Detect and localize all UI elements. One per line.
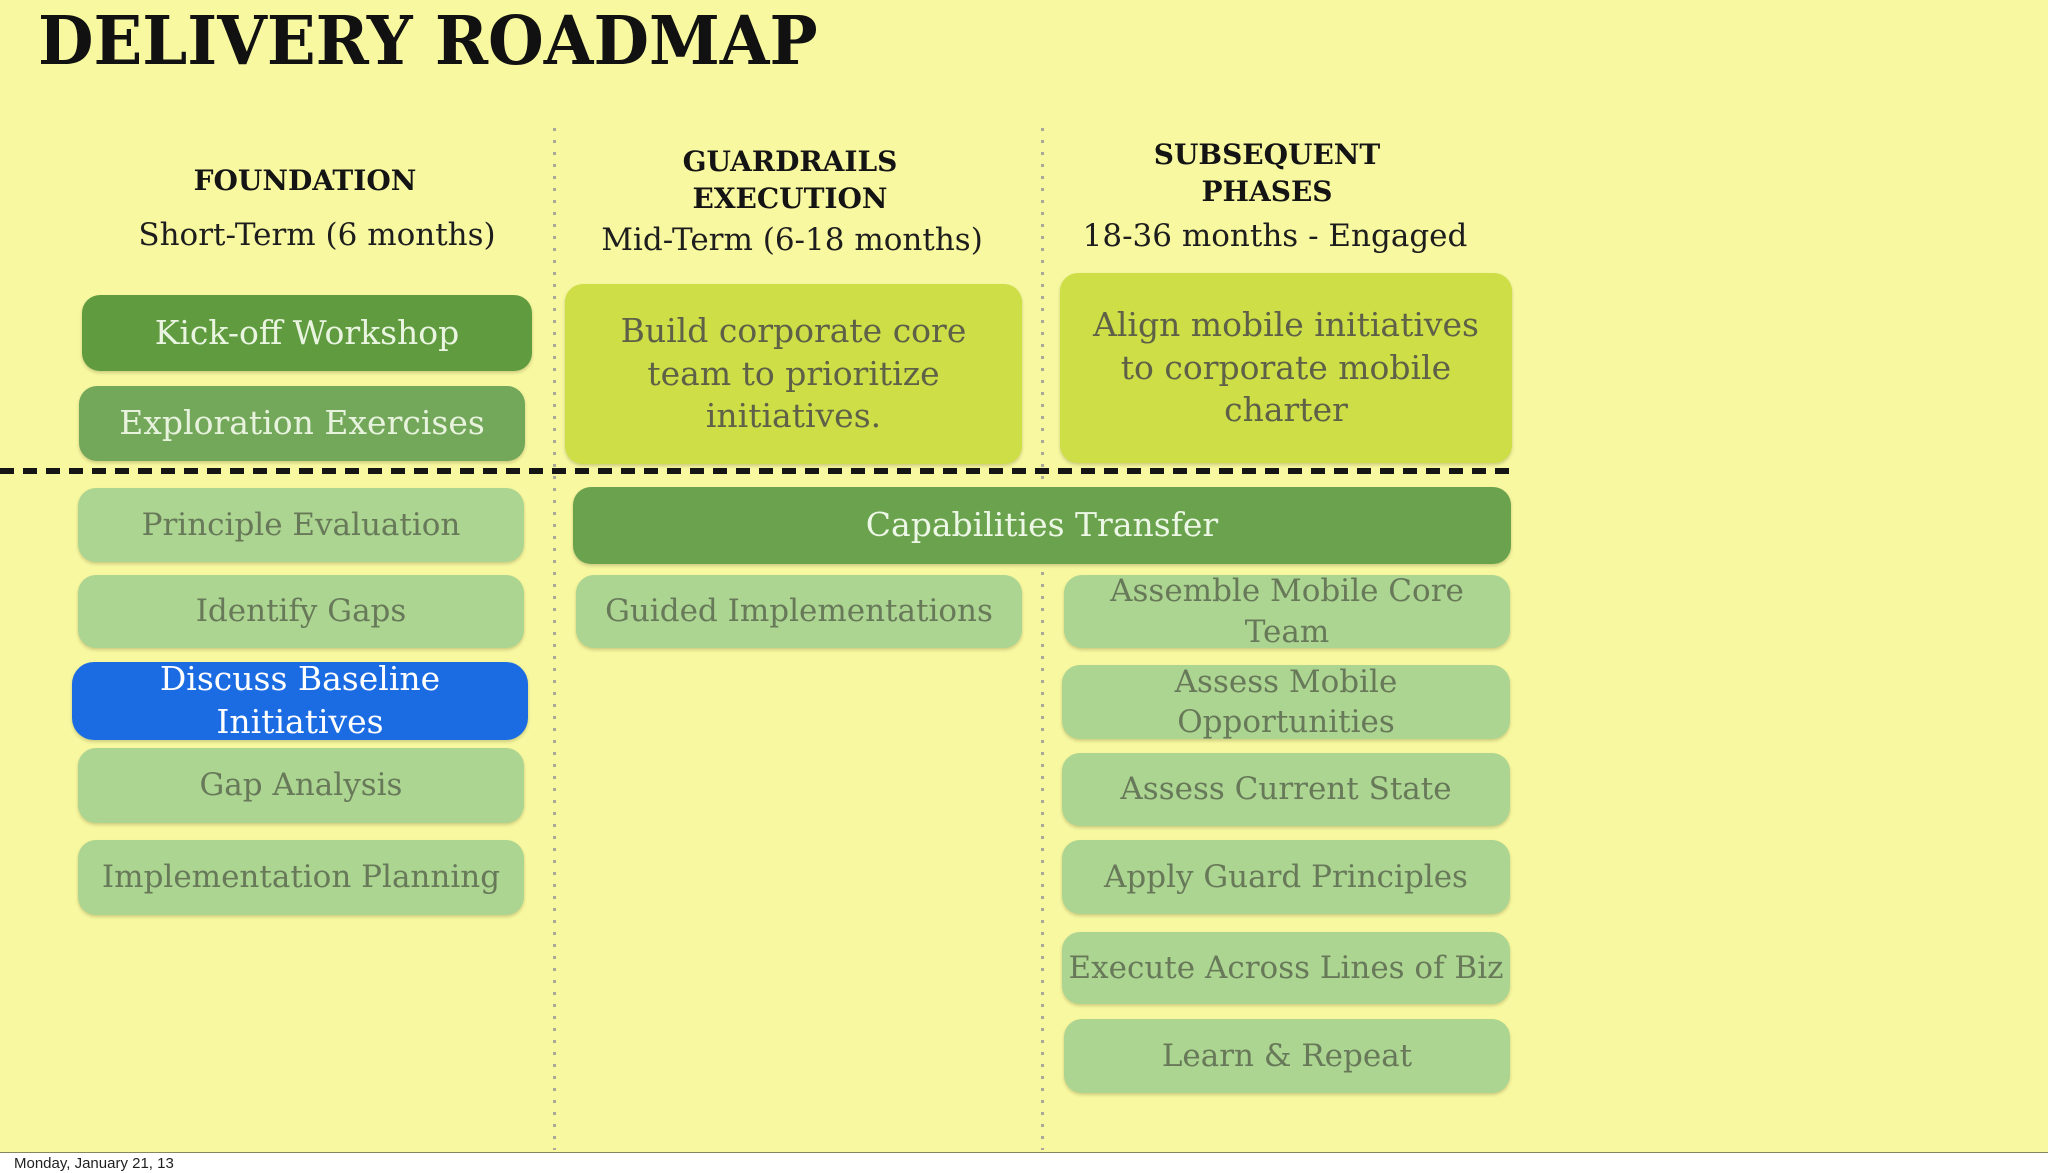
box-learn-and-repeat: Learn & Repeat — [1064, 1019, 1510, 1093]
column-header-subsequent-phases: SUBSEQUENT PHASES — [1042, 136, 1492, 210]
column-header-subsequent-line1: SUBSEQUENT — [1153, 138, 1381, 171]
box-capabilities-transfer: Capabilities Transfer — [573, 487, 1511, 564]
box-assess-current-state: Assess Current State — [1062, 753, 1510, 826]
phase-boundary-dashed-line — [0, 468, 1513, 474]
column-subtitle-subsequent: 18-36 months - Engaged — [1082, 218, 1468, 254]
box-align-mobile-initiatives: Align mobile initiatives to corporate mo… — [1060, 273, 1512, 463]
column-header-guardrails-line1: GUARDRAILS — [682, 145, 898, 178]
box-gap-analysis: Gap Analysis — [78, 748, 524, 823]
box-guided-implementations: Guided Implementations — [576, 575, 1022, 648]
footer-date: Monday, January 21, 13 — [14, 1154, 174, 1172]
column-header-guardrails-execution: GUARDRAILS EXECUTION — [565, 143, 1015, 217]
box-build-core-team: Build corporate core team to prioritize … — [565, 284, 1022, 464]
box-assess-mobile-opportunities: Assess Mobile Opportunities — [1062, 664, 1510, 740]
box-apply-guard-principles: Apply Guard Principles — [1062, 840, 1510, 914]
column-header-subsequent-line2: PHASES — [1201, 175, 1333, 208]
box-execute-across-lines-of-biz: Execute Across Lines of Biz — [1062, 932, 1510, 1004]
box-exploration-exercises: Exploration Exercises — [79, 386, 525, 461]
column-subtitle-guardrails: Mid-Term (6-18 months) — [601, 222, 983, 258]
box-implementation-planning: Implementation Planning — [78, 840, 524, 915]
column-subtitle-foundation: Short-Term (6 months) — [138, 217, 496, 253]
box-assemble-mobile-core-team: Assemble Mobile Core Team — [1064, 573, 1510, 650]
footer-bar: Monday, January 21, 13 — [0, 1153, 2048, 1173]
column-header-foundation-line1: FOUNDATION — [193, 164, 417, 197]
column-separator-dotted-line-1 — [553, 128, 556, 1150]
column-separator-dotted-line-2 — [1041, 128, 1044, 1150]
box-identify-gaps: Identify Gaps — [78, 575, 524, 648]
column-header-foundation: FOUNDATION — [80, 162, 530, 199]
slide-title: DELIVERY ROADMAP — [38, 2, 818, 81]
box-principle-evaluation: Principle Evaluation — [78, 488, 524, 562]
box-kickoff-workshop: Kick-off Workshop — [82, 295, 532, 371]
column-header-guardrails-line2: EXECUTION — [692, 182, 888, 215]
box-discuss-baseline-initiatives: Discuss Baseline Initiatives — [72, 659, 528, 741]
